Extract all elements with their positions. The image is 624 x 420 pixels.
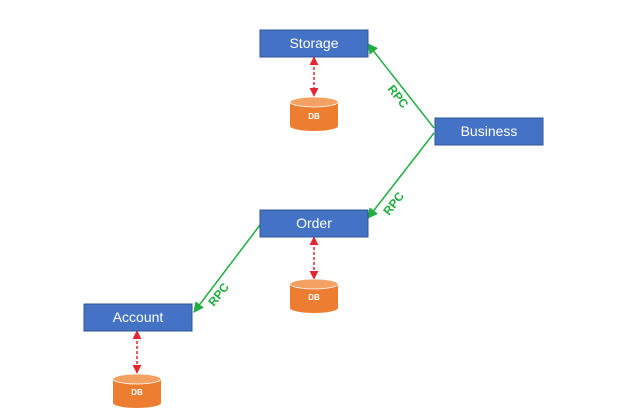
service-order[interactable]: Order [259, 209, 369, 238]
service-business-label: Business [461, 123, 518, 139]
rpc-label-business-order: RPC [380, 189, 407, 218]
database-order[interactable]: DB [289, 278, 339, 313]
database-account[interactable]: DB [112, 373, 162, 408]
service-order-label: Order [296, 215, 332, 231]
service-storage[interactable]: Storage [259, 29, 369, 58]
rpc-label-order-account: RPC [205, 280, 232, 309]
edge-business-storage [367, 43, 435, 129]
service-business[interactable]: Business [434, 117, 544, 146]
service-account[interactable]: Account [83, 303, 193, 332]
edge-order-account [193, 224, 261, 313]
database-storage[interactable]: DB [289, 96, 339, 131]
database-account-label: DB [131, 388, 143, 397]
service-account-label: Account [113, 309, 164, 325]
service-storage-label: Storage [289, 35, 338, 51]
database-order-label: DB [308, 293, 320, 302]
database-storage-label: DB [308, 112, 320, 121]
rpc-label-business-storage: RPC [385, 82, 412, 111]
edge-business-order [367, 132, 435, 219]
